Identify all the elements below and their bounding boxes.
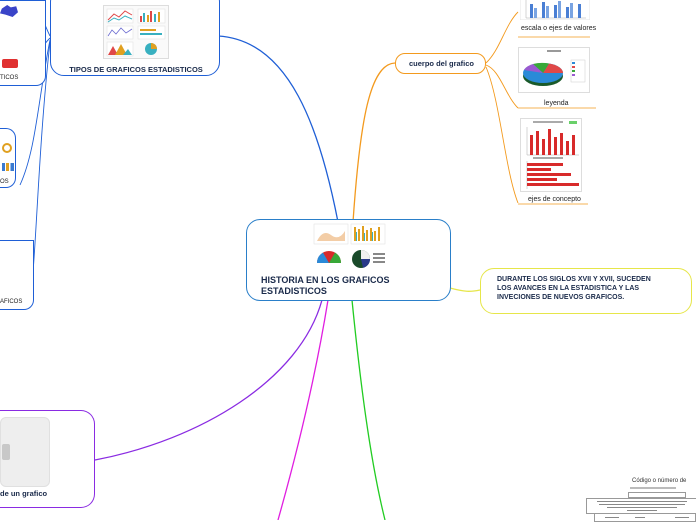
document-thumbnail[interactable]: Código o número de — [584, 478, 696, 520]
tipos-label: TIPOS DE GRAFICOS ESTADISTICOS — [51, 65, 221, 74]
ejes-node[interactable] — [520, 118, 582, 192]
image-placeholder — [0, 417, 50, 487]
document-table — [586, 498, 696, 514]
link-cuerpo-leyenda — [486, 65, 518, 108]
left-edge-node-3[interactable]: AFICOS — [0, 240, 34, 310]
bars-thumbnail-icon — [2, 163, 14, 171]
link-central-green — [352, 300, 385, 520]
link-central-magenta — [278, 300, 328, 520]
link-central-cuerpo — [353, 63, 395, 222]
link-central-tipos — [218, 36, 338, 222]
tipos-thumbnail — [103, 5, 169, 59]
link-cuerpo-ejes — [486, 67, 518, 203]
pie-thumbnail-icon — [2, 143, 12, 153]
ejes-thumbnail — [521, 119, 581, 191]
document-title: Código o número de — [632, 478, 686, 484]
escala-node[interactable] — [520, 0, 590, 20]
image-placeholder-icon — [2, 444, 10, 460]
leyenda-label: leyenda — [544, 100, 569, 107]
note-node[interactable]: DURANTE LOS SIGLOS XVII Y XVII, SUCEDEN … — [480, 268, 692, 314]
link-cuerpo-escala — [486, 12, 518, 63]
leyenda-node[interactable] — [518, 47, 590, 93]
central-title: HISTORIA EN LOS GRAFICOS ESTADISTICOS — [261, 275, 441, 297]
escala-thumbnail — [520, 0, 590, 20]
link-central-note — [450, 288, 480, 291]
left-edge-node-2[interactable]: OS — [0, 128, 16, 188]
ejes-label: ejes de concepto — [528, 196, 581, 203]
left-edge-label-2: OS — [0, 179, 9, 185]
tipos-thumbnail-graphic — [104, 6, 168, 58]
chart-thumbnail-icon — [2, 59, 18, 68]
central-node[interactable]: HISTORIA EN LOS GRAFICOS ESTADISTICOS — [246, 219, 451, 301]
link-central-bottom-left — [95, 300, 322, 460]
left-edge-label-3: AFICOS — [0, 299, 22, 305]
tipos-node[interactable]: TIPOS DE GRAFICOS ESTADISTICOS — [50, 0, 220, 76]
bottom-left-node[interactable]: de un grafico — [0, 410, 95, 508]
escala-label: escala o ejes de valores — [521, 25, 596, 32]
map-thumbnail-icon — [0, 5, 18, 17]
left-edge-node-1[interactable]: TICOS — [0, 0, 46, 86]
cuerpo-node[interactable]: cuerpo del grafico — [395, 53, 486, 74]
bottom-left-label: de un grafico — [0, 489, 47, 498]
central-thumbnail — [313, 223, 387, 269]
left-edge-label-1: TICOS — [0, 75, 18, 81]
leyenda-thumbnail — [519, 48, 589, 92]
cuerpo-label: cuerpo del grafico — [396, 59, 487, 68]
note-text: DURANTE LOS SIGLOS XVII Y XVII, SUCEDEN … — [497, 275, 657, 302]
